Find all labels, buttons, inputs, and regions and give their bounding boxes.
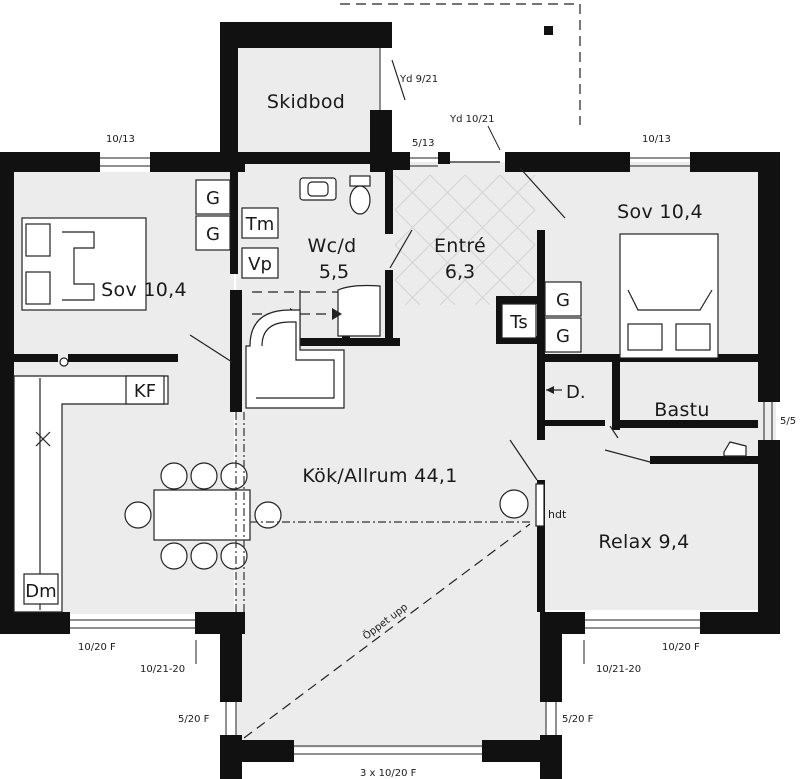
room-label-bastu: Bastu: [654, 399, 710, 421]
overhead-lines: [235, 412, 531, 739]
room-label-sov-left: Sov 10,4: [101, 279, 187, 301]
room-label-sov-right: Sov 10,4: [617, 201, 703, 223]
annot-5-5: 5/5: [780, 416, 796, 427]
windows: [70, 48, 773, 755]
kitchen-island: [245, 309, 345, 409]
annot-yd-9-21: Yd 9/21: [399, 74, 438, 85]
room-label-entre: Entré: [434, 235, 486, 257]
svg-text:G: G: [206, 224, 220, 245]
box-g2: G: [195, 215, 231, 251]
annot-5-20-f-right: 5/20 F: [562, 714, 594, 725]
annot-10-20-f-left: 10/20 F: [78, 642, 116, 653]
svg-text:Vp: Vp: [248, 254, 272, 275]
kitchen-counter: [13, 357, 169, 613]
annot-10-20-f-right: 10/20 F: [662, 642, 700, 653]
dining-set: [124, 462, 282, 570]
svg-text:G: G: [556, 326, 570, 347]
room-label-wcd: Wc/d: [308, 235, 357, 257]
double-bed-left: [21, 217, 147, 311]
svg-text:G: G: [206, 188, 220, 209]
svg-text:KF: KF: [134, 381, 156, 402]
annot-10-13-right: 10/13: [642, 134, 671, 145]
box-tm: Tm: [241, 207, 279, 239]
box-g1: G: [195, 179, 231, 215]
label-d: D.: [566, 382, 586, 403]
annot-yd-10-21: Yd 10/21: [449, 114, 494, 125]
sauna-heater: [723, 441, 747, 457]
annot-10-21-20-left: 10/21-20: [140, 664, 185, 675]
label-hdt: hdt: [548, 508, 567, 521]
room-label-skidbod: Skidbod: [267, 91, 345, 113]
annot-5-13: 5/13: [412, 138, 434, 149]
outdoor-outline: [340, 3, 581, 125]
leader-lines: [195, 125, 585, 664]
svg-text:Dm: Dm: [25, 581, 56, 602]
room-label-relax: Relax 9,4: [598, 531, 689, 553]
box-dm: Dm: [23, 573, 59, 605]
annot-3x10-20-f: 3 x 10/20 F: [360, 768, 417, 779]
box-kf: KF: [125, 375, 165, 405]
annot-5-20-f-left: 5/20 F: [178, 714, 210, 725]
room-label-kok: Kök/Allrum 44,1: [302, 465, 457, 487]
floor-areas: [12, 42, 776, 748]
walls: [0, 22, 780, 779]
double-bed-right: [619, 233, 719, 359]
box-g3: G: [544, 281, 582, 317]
annot-10-13-left: 10/13: [106, 134, 135, 145]
box-ts: Ts: [501, 303, 537, 339]
room-area-wcd: 5,5: [319, 261, 349, 283]
annot-10-21-20-right: 10/21-20: [596, 664, 641, 675]
svg-text:Tm: Tm: [245, 214, 275, 235]
svg-text:G: G: [556, 290, 570, 311]
box-vp: Vp: [241, 247, 279, 279]
doors: [189, 59, 651, 481]
heater: [499, 483, 545, 527]
box-g4: G: [544, 317, 582, 353]
room-area-entre: 6,3: [445, 261, 475, 283]
svg-text:Ts: Ts: [509, 312, 527, 333]
